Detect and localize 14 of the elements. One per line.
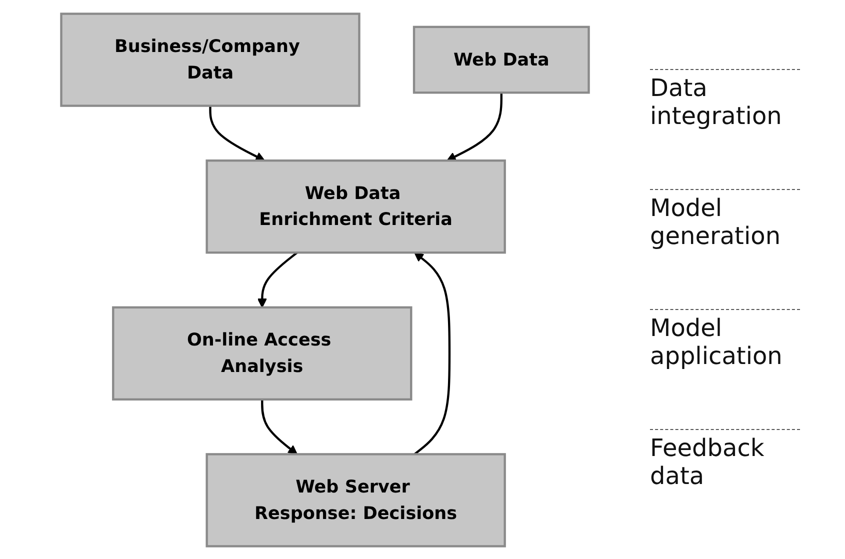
stage-label: Feedback data (650, 428, 800, 490)
node-box: Web Data Enrichment Criteria (206, 158, 506, 254)
arrow (414, 252, 451, 455)
arrow (209, 105, 265, 161)
stage-label: Model application (650, 308, 800, 370)
node-box: On-line Access Analysis (112, 306, 412, 400)
stage-label: Model generation (650, 189, 800, 250)
node-box: Web Server Response: Decisions (206, 452, 506, 547)
arrow (261, 398, 298, 454)
arrow (257, 251, 298, 308)
stage-label: Data integration (650, 69, 800, 130)
node-box: Business/Company Data (60, 12, 360, 106)
node-box: Web Data (412, 25, 590, 94)
arrow (446, 92, 502, 161)
